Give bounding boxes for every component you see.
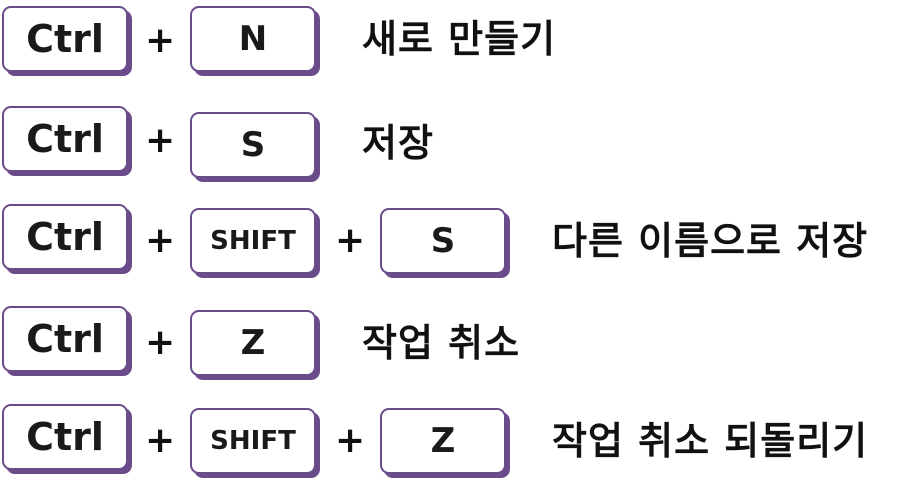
shift-key: SHIFT: [190, 408, 316, 474]
shortcut-row-redo: Ctrl + SHIFT + Z 작업 취소 되돌리기: [0, 404, 900, 484]
action-label: 작업 취소: [362, 321, 521, 365]
plus-sign: +: [145, 20, 176, 61]
action-label: 저장: [362, 121, 434, 165]
shortcut-row-new: Ctrl + N 새로 만들기: [0, 6, 900, 86]
action-label: 새로 만들기: [362, 17, 557, 61]
plus-sign: +: [335, 220, 366, 261]
action-label: 다른 이름으로 저장: [552, 219, 869, 263]
shortcut-row-undo: Ctrl + Z 작업 취소: [0, 306, 900, 386]
plus-sign: +: [145, 120, 176, 161]
shortcut-row-save-as: Ctrl + SHIFT + S 다른 이름으로 저장: [0, 204, 900, 284]
s-key: S: [190, 112, 316, 178]
ctrl-key: Ctrl: [2, 106, 128, 172]
plus-sign: +: [145, 420, 176, 461]
shortcut-row-save: Ctrl + S 저장: [0, 106, 900, 186]
s-key: S: [380, 208, 506, 274]
ctrl-key: Ctrl: [2, 6, 128, 72]
plus-sign: +: [145, 322, 176, 363]
ctrl-key: Ctrl: [2, 404, 128, 470]
n-key: N: [190, 6, 316, 72]
z-key: Z: [380, 408, 506, 474]
action-label: 작업 취소 되돌리기: [552, 419, 869, 463]
plus-sign: +: [335, 420, 366, 461]
z-key: Z: [190, 310, 316, 376]
plus-sign: +: [145, 220, 176, 261]
ctrl-key: Ctrl: [2, 204, 128, 270]
ctrl-key: Ctrl: [2, 306, 128, 372]
shift-key: SHIFT: [190, 208, 316, 274]
